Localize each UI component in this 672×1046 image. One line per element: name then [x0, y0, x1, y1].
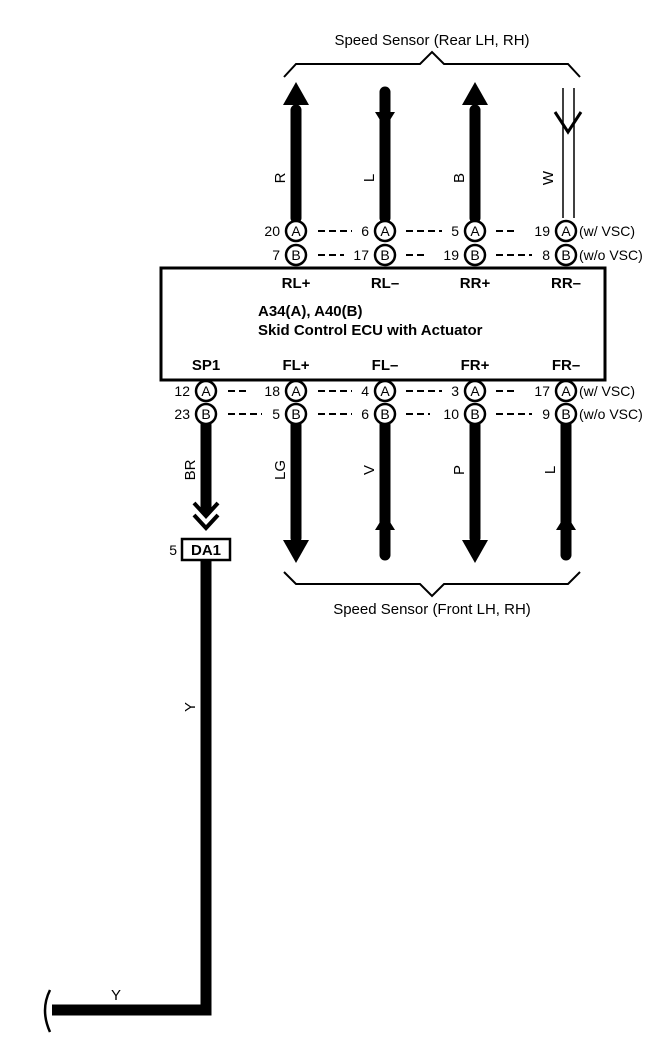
front-pin-a-2: 18: [264, 383, 280, 399]
ecu-box: [159, 266, 607, 382]
ecu-terminal-rr-minus: RR–: [551, 275, 581, 292]
rear-dash-lines: [318, 230, 532, 256]
output-wire-end: [43, 989, 52, 1033]
front-pin-b-2: 5: [272, 406, 280, 422]
front-wire-fr-plus: [462, 419, 488, 563]
rear-connectors: A B A B A B A B: [284, 219, 578, 267]
ecu-terminal-rl-minus: RL–: [371, 275, 399, 292]
front-wire-color-4: P: [451, 465, 468, 475]
svg-text:B: B: [380, 247, 389, 263]
front-wire-color-2: LG: [272, 460, 289, 480]
svg-text:B: B: [561, 247, 570, 263]
output-wire-color-horizontal: Y: [111, 987, 121, 1004]
front-pin-a-3: 4: [361, 383, 369, 399]
ecu-terminal-sp1: SP1: [192, 357, 220, 374]
svg-text:B: B: [470, 406, 479, 422]
svg-text:A: A: [380, 223, 390, 239]
rear-pin-a-3: 5: [451, 223, 459, 239]
ecu-terminal-fr-plus: FR+: [461, 357, 490, 374]
svg-text:A: A: [561, 223, 571, 239]
front-wire-color-5: L: [542, 466, 559, 474]
front-pin-a-1: 12: [174, 383, 190, 399]
front-wire-color-1: BR: [182, 459, 199, 480]
rear-pin-a-1: 20: [264, 223, 280, 239]
front-pin-b-3: 6: [361, 406, 369, 422]
rear-wire-color-3: B: [451, 173, 468, 183]
rear-pin-b-4: 8: [542, 247, 550, 263]
svg-text:B: B: [291, 247, 300, 263]
front-pin-b-note: (w/o VSC): [579, 406, 643, 422]
rear-wire-rl-minus: [375, 86, 395, 224]
output-wire-y: [52, 560, 212, 1016]
front-pin-a-5: 17: [534, 383, 550, 399]
rear-pin-a-2: 6: [361, 223, 369, 239]
rear-pin-b-2: 17: [353, 247, 369, 263]
svg-text:B: B: [561, 406, 570, 422]
ecu-terminal-rl-plus: RL+: [282, 275, 311, 292]
front-wire-sp1: [192, 419, 220, 531]
front-pin-b-5: 9: [542, 406, 550, 422]
svg-text:B: B: [291, 406, 300, 422]
front-wire-color-3: V: [361, 465, 378, 475]
rear-wire-color-1: R: [272, 172, 289, 183]
rear-pin-b-3: 19: [443, 247, 459, 263]
ecu-terminal-fl-plus: FL+: [282, 357, 309, 374]
rear-pin-a-4: 19: [534, 223, 550, 239]
front-sensor-bracket: [283, 571, 581, 598]
svg-text:B: B: [201, 406, 210, 422]
svg-text:B: B: [380, 406, 389, 422]
ecu-terminal-fr-minus: FR–: [552, 357, 580, 374]
rear-wire-rl-plus: [283, 82, 309, 224]
rear-sensor-bracket: [283, 50, 581, 78]
ecu-name: Skid Control ECU with Actuator: [258, 322, 483, 339]
rear-sensor-label: Speed Sensor (Rear LH, RH): [334, 32, 529, 49]
front-wire-fr-minus: [556, 419, 576, 561]
svg-text:A: A: [470, 383, 480, 399]
front-wire-fl-plus: [283, 419, 309, 563]
svg-text:A: A: [291, 383, 301, 399]
svg-text:A: A: [291, 223, 301, 239]
rear-wire-color-2: L: [361, 174, 378, 182]
rear-wire-rr-minus: [553, 88, 583, 218]
ecu-terminal-fl-minus: FL–: [372, 357, 399, 374]
rear-wire-color-4: W: [540, 170, 557, 185]
svg-text:A: A: [201, 383, 211, 399]
front-connectors: A B A B A B A B A B: [194, 379, 578, 426]
ecu-terminal-rr-plus: RR+: [460, 275, 491, 292]
ecu-connector-ids: A34(A), A40(B): [258, 303, 362, 320]
rear-pin-b-1: 7: [272, 247, 280, 263]
da1-pin-number: 5: [169, 542, 177, 558]
front-pin-b-4: 10: [443, 406, 459, 422]
front-dash-lines: [228, 390, 532, 415]
svg-text:A: A: [561, 383, 571, 399]
rear-wire-rr-plus: [462, 82, 488, 224]
svg-text:B: B: [470, 247, 479, 263]
front-pin-a-note: (w/ VSC): [579, 383, 635, 399]
rear-pin-a-note: (w/ VSC): [579, 223, 635, 239]
da1-connector-name: DA1: [191, 542, 221, 559]
front-sensor-label: Speed Sensor (Front LH, RH): [333, 601, 531, 618]
front-pin-a-4: 3: [451, 383, 459, 399]
front-wire-fl-minus: [375, 419, 395, 561]
svg-text:A: A: [380, 383, 390, 399]
svg-text:A: A: [470, 223, 480, 239]
rear-pin-b-note: (w/o VSC): [579, 247, 643, 263]
output-wire-color-vertical: Y: [182, 702, 199, 712]
front-pin-b-1: 23: [174, 406, 190, 422]
